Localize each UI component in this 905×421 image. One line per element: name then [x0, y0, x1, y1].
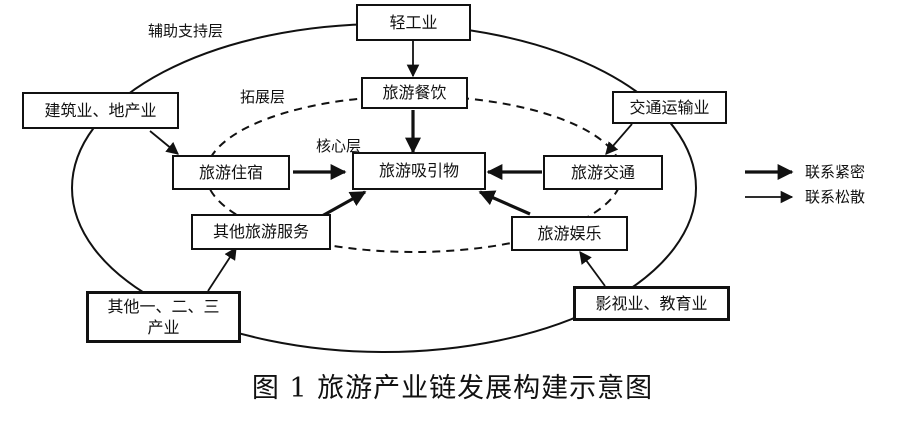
node-other-services: 其他旅游服务 [191, 214, 331, 250]
node-other-industries-label-line1: 其他一、二、三 [107, 297, 220, 316]
core-layer-label: 核心层 [316, 137, 362, 155]
node-attractions-label: 旅游吸引物 [378, 161, 459, 180]
arrow-other-industries-to-other-services [207, 246, 237, 292]
node-accommodation-label: 旅游住宿 [198, 162, 263, 182]
node-catering-label: 旅游餐饮 [382, 83, 447, 102]
node-film-education-label: 影视业、教育业 [595, 293, 708, 313]
legend-loose-label: 联系松散 [805, 188, 866, 206]
arrow-other-services-to-attractions [321, 190, 367, 218]
node-film-education: 影视业、教育业 [573, 286, 730, 321]
node-attractions: 旅游吸引物 [352, 152, 486, 190]
node-entertainment: 旅游娱乐 [511, 216, 628, 251]
arrow-entertainment-to-attractions [478, 190, 531, 216]
node-transport-industry: 交通运输业 [612, 91, 727, 124]
node-catering: 旅游餐饮 [361, 77, 468, 109]
support-layer-label: 辅助支持层 [148, 22, 224, 40]
node-entertainment-label: 旅游娱乐 [537, 223, 602, 243]
expansion-layer-label: 拓展层 [240, 88, 286, 106]
node-other-services-label: 其他旅游服务 [212, 222, 309, 241]
figure-caption: 图 1 旅游产业链发展构建示意图 [251, 373, 654, 404]
node-light-industry: 轻工业 [356, 4, 471, 41]
node-tourism-transport-label: 旅游交通 [570, 162, 635, 182]
arrow-film-education-to-entertainment [579, 250, 606, 287]
node-accommodation: 旅游住宿 [172, 155, 290, 190]
legend-tight-label: 联系紧密 [805, 163, 866, 181]
node-other-industries-label-line2: 产业 [147, 318, 180, 337]
node-other-industries: 其他一、二、三 产业 [86, 291, 241, 343]
node-tourism-transport: 旅游交通 [543, 155, 663, 190]
arrow-transport-industry-to-tourism-transport [605, 123, 633, 155]
arrow-construction-to-accommodation [149, 130, 179, 155]
node-transport-industry-label: 交通运输业 [629, 97, 710, 117]
node-light-industry-label: 轻工业 [389, 12, 438, 32]
node-construction: 建筑业、地产业 [22, 92, 179, 129]
node-construction-label: 建筑业、地产业 [44, 100, 157, 120]
